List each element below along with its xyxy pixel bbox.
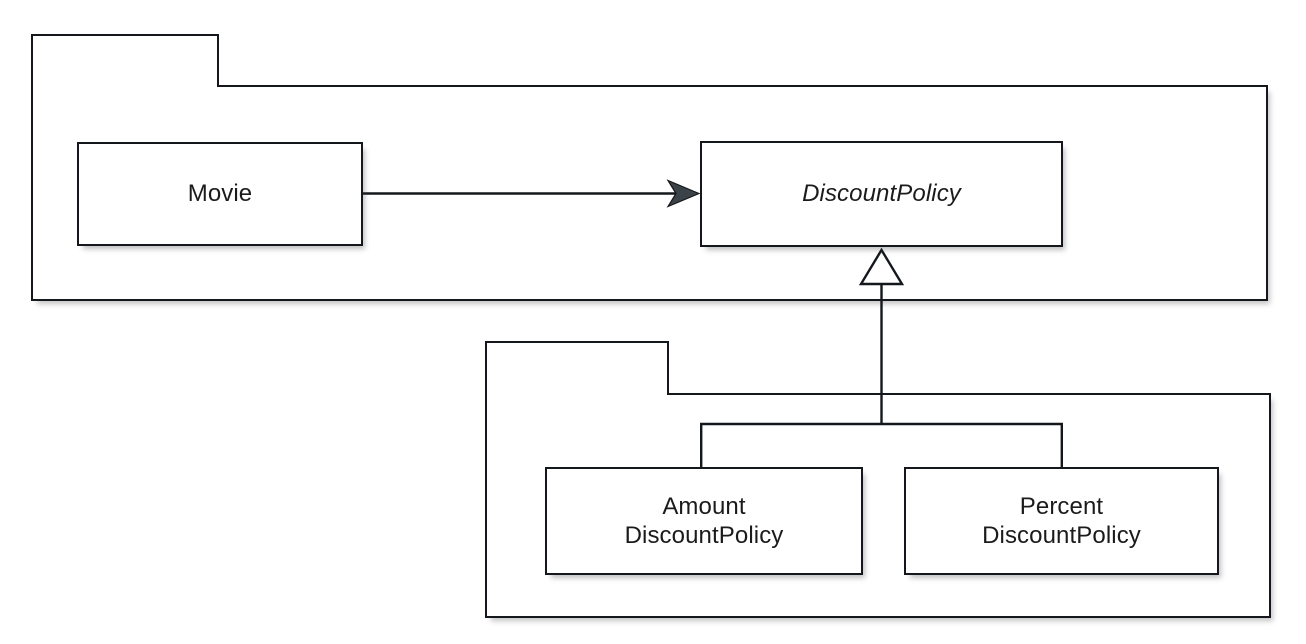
package-top-tab[interactable]: [31, 34, 219, 87]
package-bottom-tab[interactable]: [485, 341, 669, 395]
class-name-amountdiscountpolicy: Amount DiscountPolicy: [624, 492, 784, 549]
class-box-percentdiscountpolicy[interactable]: Percent DiscountPolicy: [904, 467, 1219, 575]
class-name-movie: Movie: [187, 180, 253, 208]
package-bottom-label: [487, 343, 667, 349]
class-box-amountdiscountpolicy[interactable]: Amount DiscountPolicy: [545, 467, 863, 575]
class-name-discountpolicy: DiscountPolicy: [802, 180, 961, 208]
class-box-movie[interactable]: Movie: [77, 142, 363, 246]
class-name-percentdiscountpolicy: Percent DiscountPolicy: [982, 492, 1141, 549]
package-top-label: [33, 36, 217, 42]
class-box-discountpolicy[interactable]: DiscountPolicy: [700, 141, 1063, 247]
